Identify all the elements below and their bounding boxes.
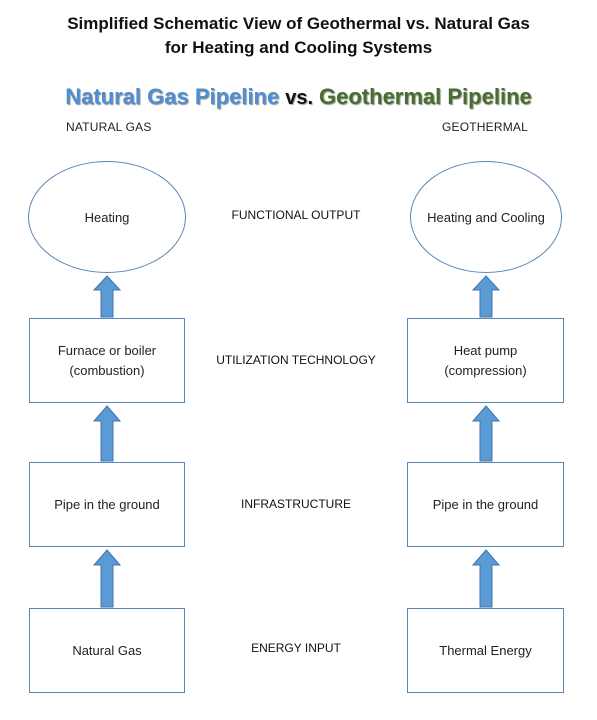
versus-label: vs. — [285, 87, 314, 109]
stage-label-infrastructure: INFRASTRUCTURE — [241, 497, 351, 511]
stage-label-functional-output: FUNCTIONAL OUTPUT — [231, 208, 361, 222]
arrow-up-icon — [92, 275, 122, 318]
geothermal-output-label: Heating and Cooling — [427, 209, 545, 225]
natural-gas-output-label: Heating — [84, 209, 130, 225]
natural-gas-output-ellipse: Heating — [28, 161, 186, 273]
natural-gas-input-box: Natural Gas — [29, 608, 185, 693]
arrow-up-icon — [92, 405, 122, 462]
arrow-up-icon — [471, 405, 501, 462]
arrow-up-icon — [471, 275, 501, 318]
geothermal-utilization-box: Heat pump (compression) — [407, 318, 564, 403]
geothermal-output-ellipse: Heating and Cooling — [410, 161, 562, 273]
natural-gas-infrastructure-box: Pipe in the ground — [29, 462, 185, 547]
geothermal-input-box: Thermal Energy — [407, 608, 564, 693]
geothermal-infrastructure-box: Pipe in the ground — [407, 462, 564, 547]
natural-gas-utilization-box: Furnace or boiler (combustion) — [29, 318, 185, 403]
diagram-title-line-2: for Heating and Cooling Systems — [164, 38, 433, 57]
arrow-up-icon — [92, 549, 122, 608]
stage-label-utilization-technology: UTILIZATION TECHNOLOGY — [216, 353, 376, 367]
diagram-title-line-1: Simplified Schematic View of Geothermal … — [67, 14, 530, 33]
arrow-up-icon — [471, 549, 501, 608]
natural-gas-column-header: NATURAL GAS — [66, 120, 152, 134]
natural-gas-pipeline-title: Natural Gas Pipeline — [65, 84, 280, 109]
geothermal-column-header: GEOTHERMAL — [442, 120, 529, 134]
geothermal-pipeline-title: Geothermal Pipeline — [319, 84, 532, 109]
stage-label-energy-input: ENERGY INPUT — [251, 641, 341, 655]
